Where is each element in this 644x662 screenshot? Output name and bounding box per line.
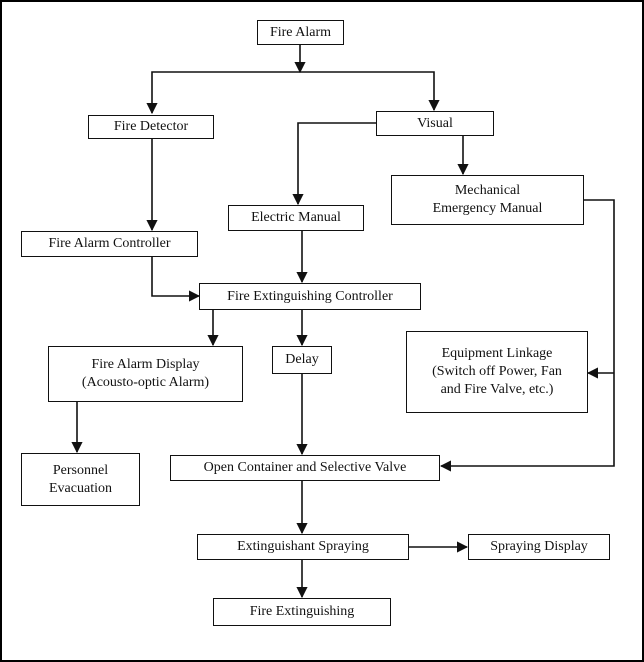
connector-mechanical-to-equipment-and-valve (439, 199, 615, 472)
node-label: Delay (285, 352, 319, 367)
node-label: Open Container and Selective Valve (203, 460, 407, 475)
node-label: Electric Manual (251, 210, 341, 225)
node-mechanical-emergency-manual: Mechanical Emergency Manual (391, 175, 584, 225)
node-open-container-selective-valve: Open Container and Selective Valve (170, 455, 440, 481)
node-label-line-1: Fire Alarm Display (91, 357, 200, 372)
node-label-line-2: Evacuation (49, 480, 112, 496)
node-visual: Visual (376, 111, 494, 136)
node-label: Fire Alarm (269, 24, 332, 40)
node-label: Fire Extinguishing (249, 604, 355, 619)
node-fire-detector: Fire Detector (88, 115, 214, 139)
connector-to-fire-detector (146, 71, 300, 115)
node-electric-manual: Electric Manual (228, 205, 364, 231)
node-label: Fire Alarm Controller (48, 236, 171, 251)
connector-alarm-controller-to-extinguishing-controller (151, 257, 201, 302)
node-label-line-2: Emergency Manual (432, 201, 543, 216)
node-delay: Delay (272, 346, 332, 374)
node-label-line-1: Equipment Linkage (441, 346, 553, 361)
connector-to-visual (300, 71, 440, 112)
node-label: Visual (417, 115, 453, 131)
node-label-line-3: and Fire Valve, etc.) (440, 382, 554, 397)
connector-visual-to-electric-manual (292, 122, 376, 206)
node-personnel-evacuation: Personnel Evacuation (21, 453, 140, 506)
node-fire-extinguishing: Fire Extinguishing (213, 598, 391, 626)
node-fire-alarm-controller: Fire Alarm Controller (21, 231, 198, 257)
node-label: Extinguishant Spraying (237, 539, 369, 554)
node-label-line-2: (Acousto-optic Alarm) (81, 375, 210, 390)
node-equipment-linkage: Equipment Linkage (Switch off Power, Fan… (406, 331, 588, 413)
node-label-line-1: Personnel (52, 462, 109, 478)
node-extinguishant-spraying: Extinguishant Spraying (197, 534, 409, 560)
node-fire-alarm-display: Fire Alarm Display (Acousto-optic Alarm) (48, 346, 243, 402)
node-label: Fire Detector (113, 119, 189, 134)
node-label-line-2: (Switch off Power, Fan (432, 364, 562, 379)
node-fire-alarm: Fire Alarm (257, 20, 344, 45)
node-fire-extinguishing-controller: Fire Extinguishing Controller (199, 283, 421, 310)
node-label-line-1: Mechanical (454, 183, 521, 198)
node-label: Spraying Display (490, 539, 588, 554)
node-label: Fire Extinguishing Controller (227, 288, 393, 304)
node-spraying-display: Spraying Display (468, 534, 610, 560)
